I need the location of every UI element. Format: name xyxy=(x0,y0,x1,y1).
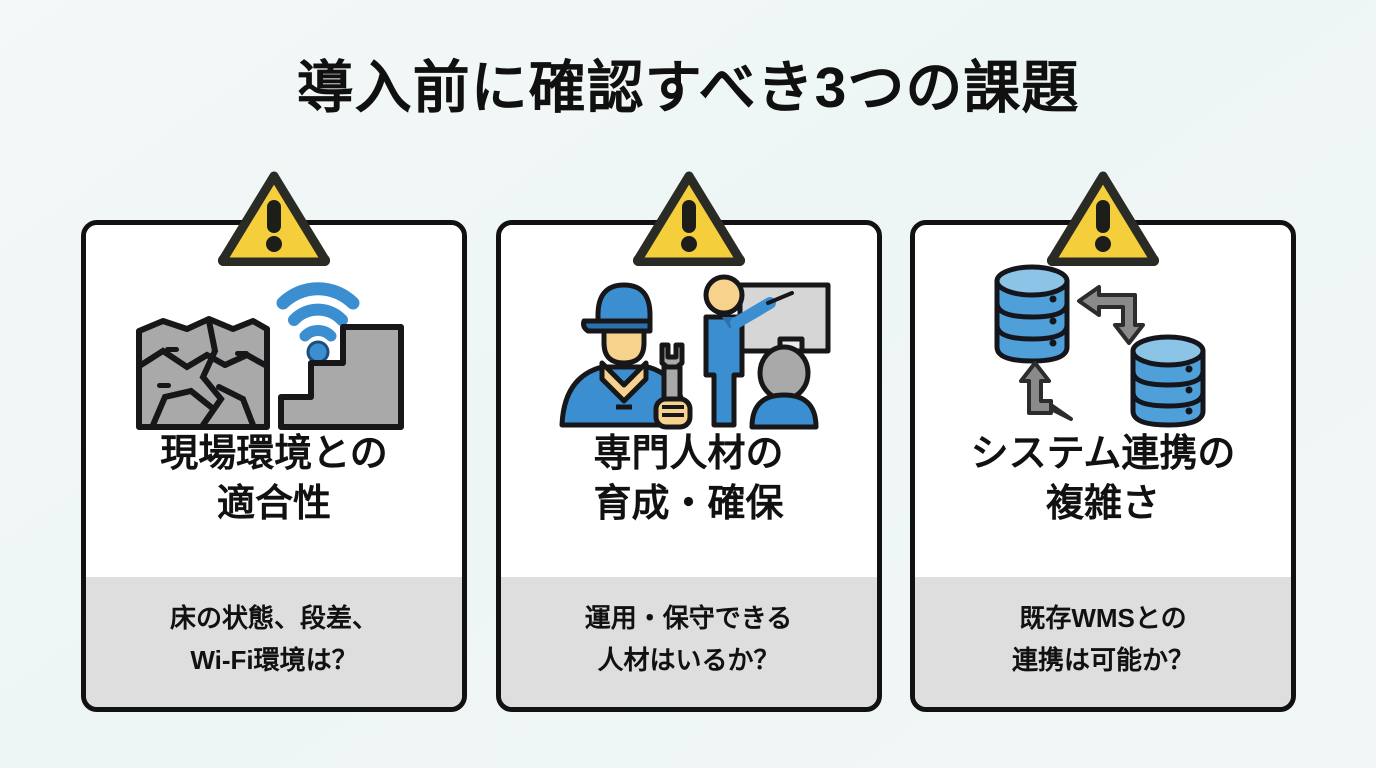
bidirectional-arrows-icon xyxy=(1019,285,1145,421)
card-caption-line-2: 連携は可能か？ xyxy=(1011,645,1194,675)
database-cylinder-icon xyxy=(1130,334,1206,428)
card-footer-band: 既存WMSとの 連携は可能か？ xyxy=(915,577,1291,707)
instructor-whiteboard-icon xyxy=(703,274,830,428)
cracked-floor-icon xyxy=(136,316,270,430)
card-caption: 既存WMSとの 連携は可能か？ xyxy=(1012,597,1194,681)
card-title-line-2: 複雑さ xyxy=(1045,483,1160,525)
card-caption: 運用・保守できる 人材はいるか？ xyxy=(585,597,792,681)
card-inner: 現場環境との 適合性 床の状態、段差、 Wi-Fi環境は？ xyxy=(86,225,462,707)
page-title: 導入前に確認すべき3つの課題 xyxy=(296,56,1080,120)
card-title-line-1: 現場環境との xyxy=(160,433,388,475)
card-site-environment[interactable]: 現場環境との 適合性 床の状態、段差、 Wi-Fi環境は？ xyxy=(81,171,467,712)
database-cylinder-icon xyxy=(994,264,1070,364)
card-art-system-integration xyxy=(915,225,1291,433)
card-caption: 床の状態、段差、 Wi-Fi環境は？ xyxy=(170,597,378,681)
card-caption-line-2: 人材はいるか？ xyxy=(597,645,780,675)
card-title-line-1: 専門人材の xyxy=(593,433,784,475)
card-title: 専門人材の 育成・確保 xyxy=(593,429,783,529)
card-title-line-1: システム連携の xyxy=(970,433,1236,475)
card-specialist-personnel[interactable]: 専門人材の 育成・確保 運用・保守できる 人材はいるか？ xyxy=(495,171,882,712)
stairs-step-icon xyxy=(278,324,404,430)
card-title-line-2: 育成・確保 xyxy=(593,483,784,525)
card-caption-line-1: 床の状態、段差、 xyxy=(169,603,378,633)
card-title-line-2: 適合性 xyxy=(216,483,331,525)
card-body: 現場環境との 適合性 xyxy=(86,225,462,577)
card-art-specialist-personnel xyxy=(501,225,877,433)
card-title: システム連携の 複雑さ xyxy=(971,429,1236,529)
seated-trainee-icon xyxy=(749,344,818,430)
card-body: システム連携の 複雑さ xyxy=(915,225,1291,577)
card-row: 現場環境との 適合性 床の状態、段差、 Wi-Fi環境は？ xyxy=(81,171,1296,712)
card-caption-line-1: 運用・保守できる xyxy=(584,603,793,633)
card-art-site-environment xyxy=(86,225,462,433)
card-footer-band: 床の状態、段差、 Wi-Fi環境は？ xyxy=(86,577,462,707)
card-body: 専門人材の 育成・確保 xyxy=(500,225,877,577)
worker-with-wrench-icon xyxy=(559,282,692,430)
card-title: 現場環境との 適合性 xyxy=(160,429,388,529)
card-caption-line-1: 既存WMSとの xyxy=(1019,603,1187,633)
card-footer-band: 運用・保守できる 人材はいるか？ xyxy=(500,577,877,707)
card-inner: 専門人材の 育成・確保 運用・保守できる 人材はいるか？ xyxy=(500,225,877,707)
card-system-integration[interactable]: システム連携の 複雑さ 既存WMSとの 連携は可能か？ xyxy=(910,171,1296,712)
card-inner: システム連携の 複雑さ 既存WMSとの 連携は可能か？ xyxy=(915,225,1291,707)
card-caption-line-2: Wi-Fi環境は？ xyxy=(190,645,358,675)
